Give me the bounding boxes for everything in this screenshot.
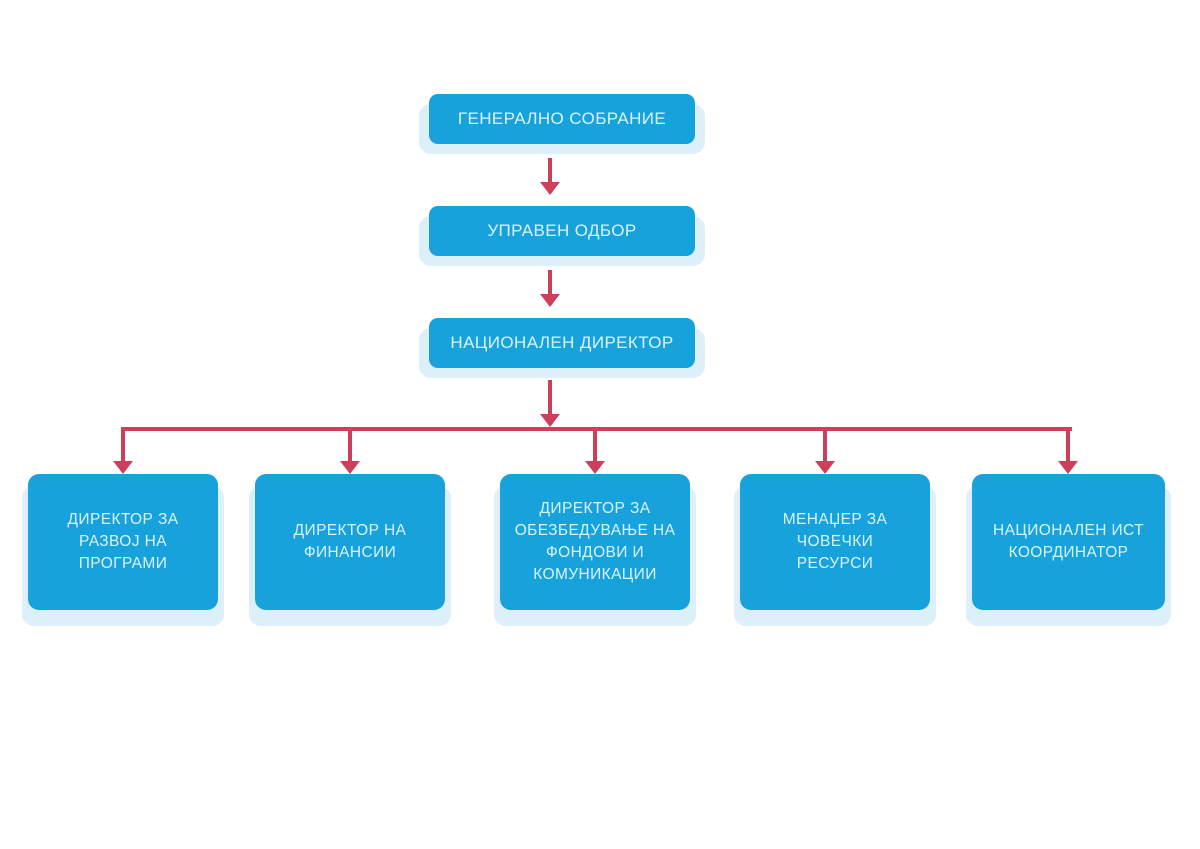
connector-horizontal-bus <box>122 427 1072 431</box>
arrowhead-l2-l3 <box>540 294 560 307</box>
arrowhead-drop-2 <box>340 461 360 474</box>
node-hr-manager[interactable]: МЕНАЏЕР ЗА ЧОВЕЧКИ РЕСУРСИ <box>740 474 930 610</box>
connector-drop-1 <box>121 427 125 463</box>
node-director-finance[interactable]: ДИРЕКТОР НА ФИНАНСИИ <box>255 474 445 610</box>
arrowhead-drop-3 <box>585 461 605 474</box>
node-general-assembly[interactable]: ГЕНЕРАЛНО СОБРАНИЕ <box>429 94 695 144</box>
node-label: НАЦИОНАЛЕН ИСТ КООРДИНАТОР <box>993 522 1144 561</box>
node-label: УПРАВЕН ОДБОР <box>487 220 637 240</box>
node-label: ГЕНЕРАЛНО СОБРАНИЕ <box>457 108 667 128</box>
connector-drop-2 <box>348 427 352 463</box>
connector-l3-bus <box>548 380 552 416</box>
node-national-director[interactable]: НАЦИОНАЛЕН ДИРЕКТОР <box>429 318 695 368</box>
connector-drop-4 <box>823 427 827 463</box>
node-director-funds-communications[interactable]: ДИРЕКТОР ЗА ОБЕЗБЕДУВАЊЕ НА ФОНДОВИ И КО… <box>500 474 690 610</box>
connector-l2-l3 <box>548 270 552 296</box>
node-label: НАЦИОНАЛЕН ДИРЕКТОР <box>450 332 674 352</box>
connector-drop-3 <box>593 427 597 463</box>
connector-l1-l2 <box>548 158 552 184</box>
node-label: ДИРЕКТОР ЗА ОБЕЗБЕДУВАЊЕ НА ФОНДОВИ И КО… <box>514 500 676 583</box>
arrowhead-drop-5 <box>1058 461 1078 474</box>
arrowhead-drop-4 <box>815 461 835 474</box>
node-label: МЕНАЏЕР ЗА ЧОВЕЧКИ РЕСУРСИ <box>782 511 888 572</box>
arrowhead-l1-l2 <box>540 182 560 195</box>
node-national-ist-coordinator[interactable]: НАЦИОНАЛЕН ИСТ КООРДИНАТОР <box>972 474 1165 610</box>
node-label: ДИРЕКТОР ЗА РАЗВОЈ НА ПРОГРАМИ <box>67 511 179 572</box>
node-managing-board[interactable]: УПРАВЕН ОДБОР <box>429 206 695 256</box>
node-director-program-development[interactable]: ДИРЕКТОР ЗА РАЗВОЈ НА ПРОГРАМИ <box>28 474 218 610</box>
arrowhead-l3-bus <box>540 414 560 427</box>
arrowhead-drop-1 <box>113 461 133 474</box>
node-label: ДИРЕКТОР НА ФИНАНСИИ <box>293 522 407 561</box>
connector-drop-5 <box>1066 427 1070 463</box>
